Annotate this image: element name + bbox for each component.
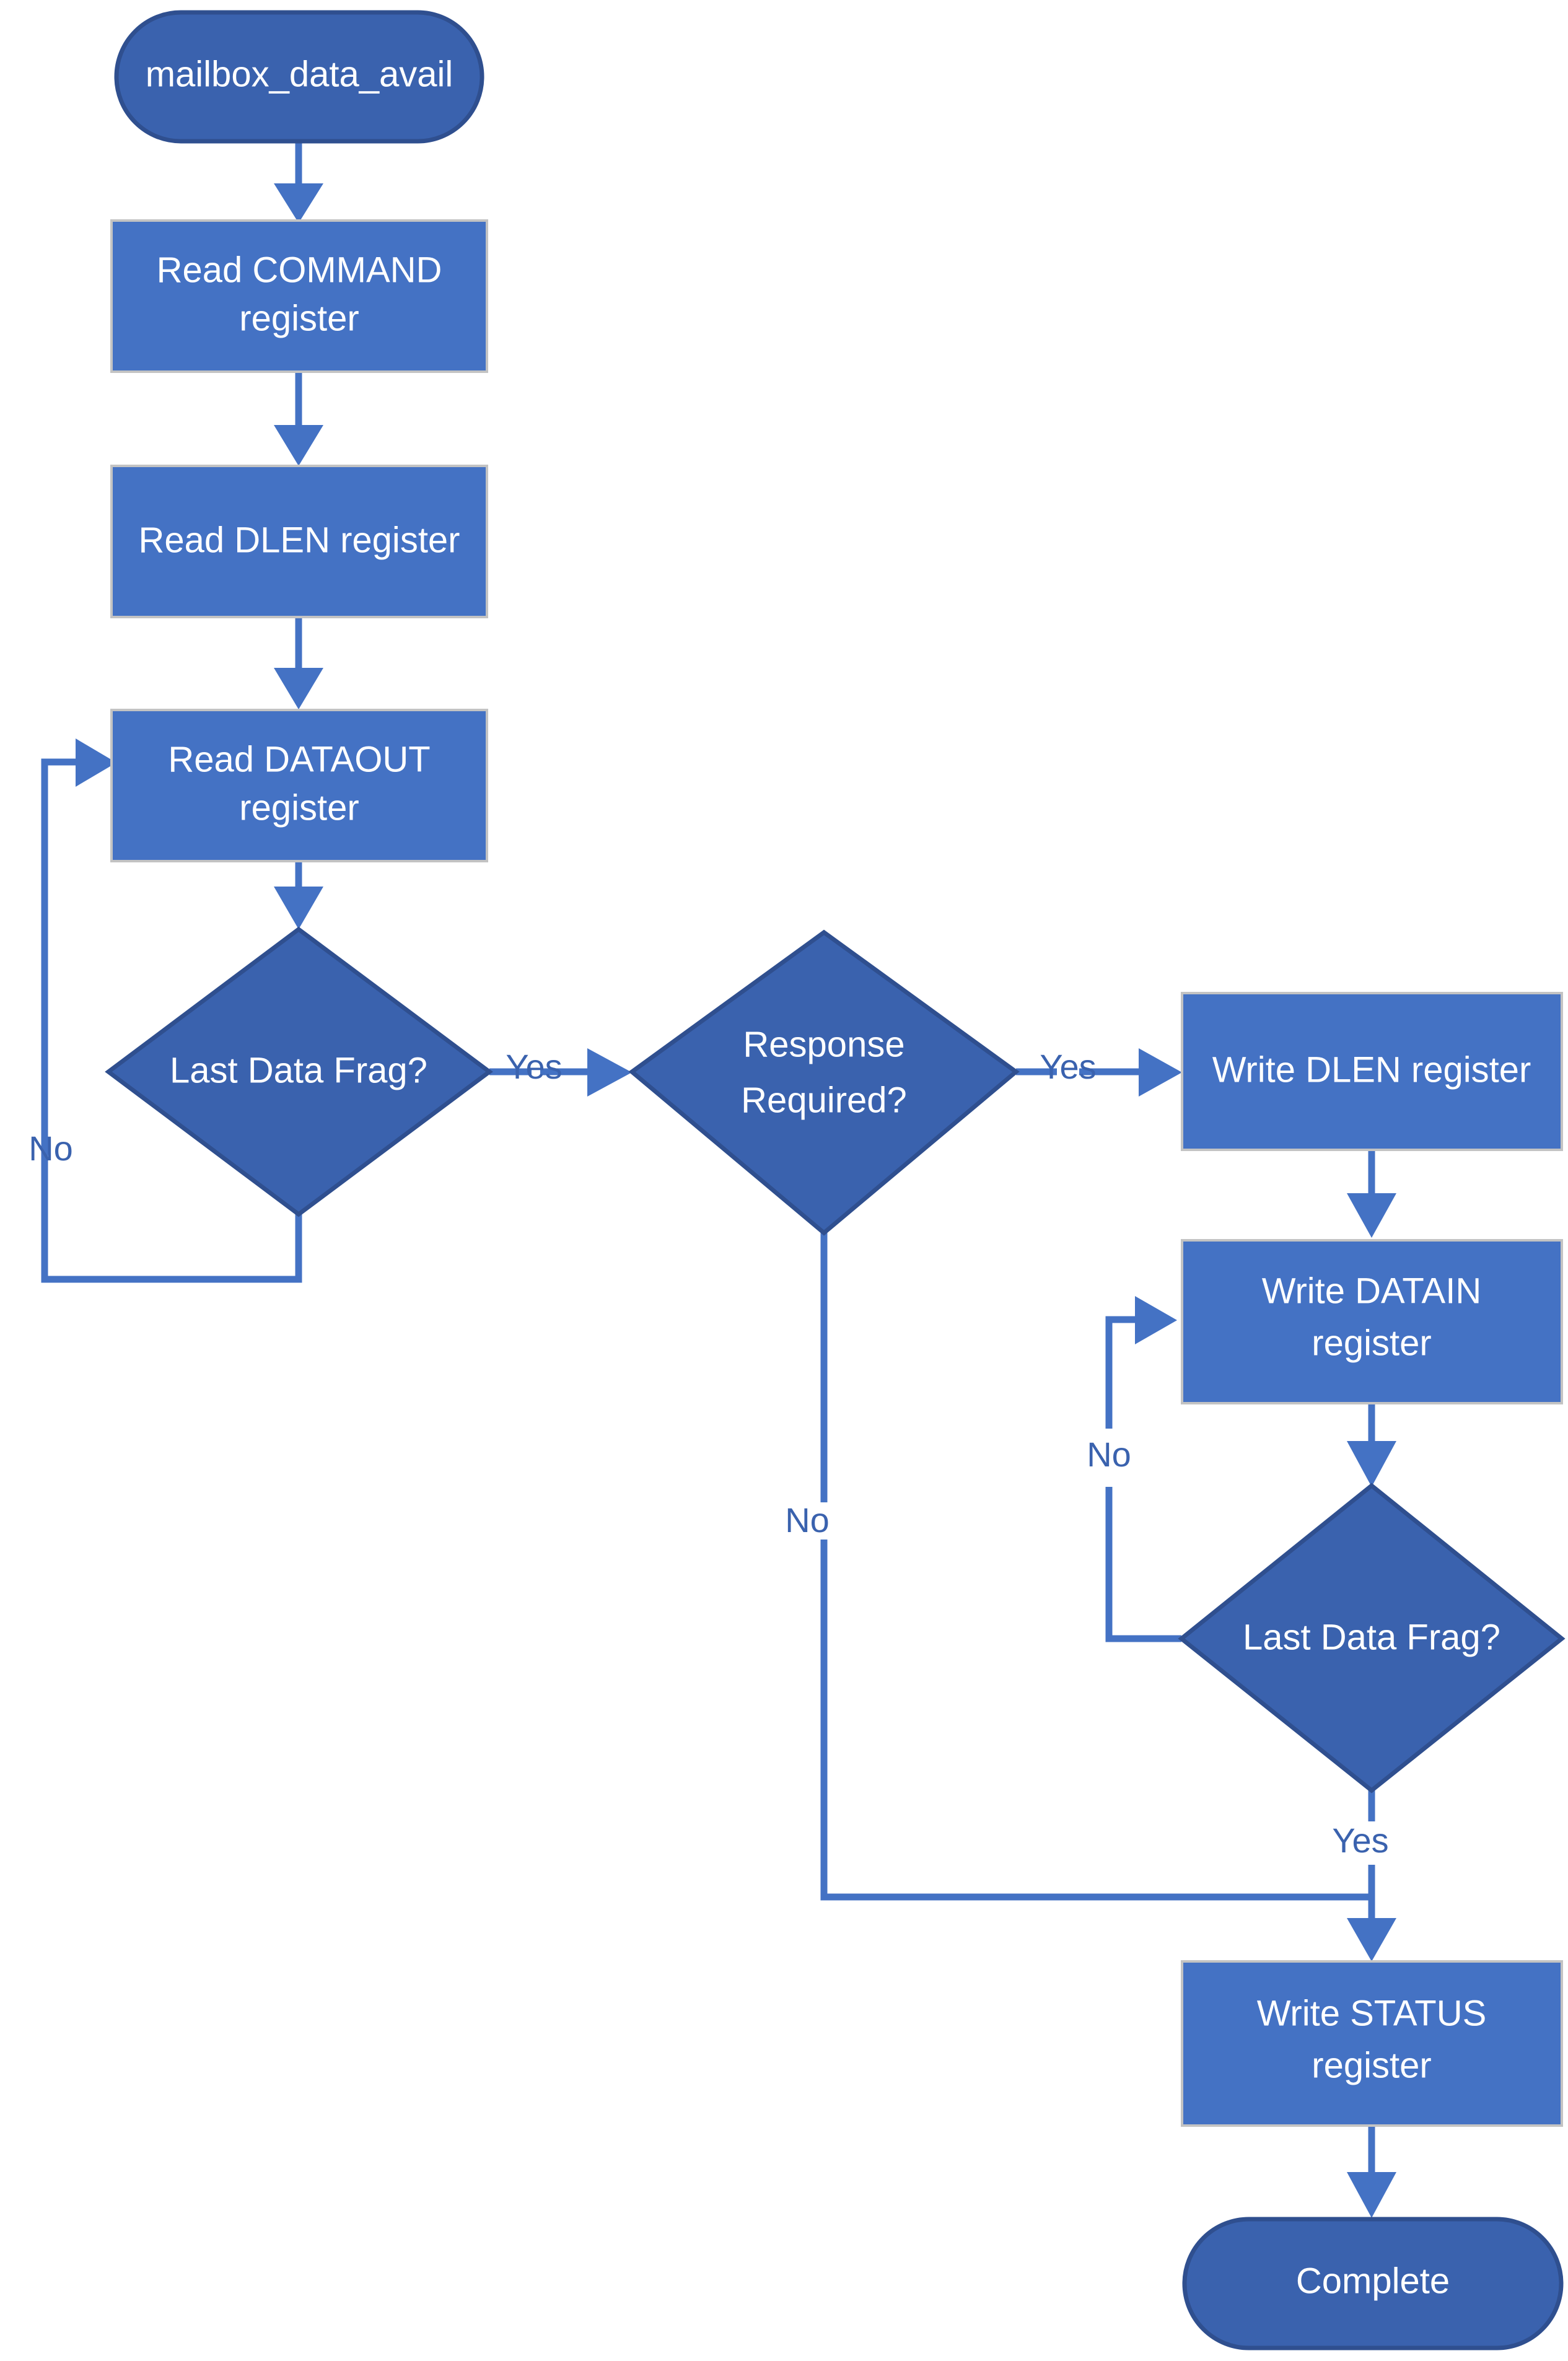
read-command-box [110,219,488,373]
connector-write-status-to-complete [1347,2126,1396,2218]
edge-label-last-frag-1-yes: Yes [506,1047,562,1086]
connector-resp-req-no-to-write-status [820,1233,1372,1901]
write-dlen-label-line1: Write DLEN register [1212,1049,1531,1090]
node-last-frag-1[interactable]: Last Data Frag? [105,926,493,1217]
write-status-label-line1: Write STATUS [1257,1993,1487,2033]
write-status-box [1181,1960,1563,2127]
node-complete[interactable]: Complete [1182,2217,1564,2350]
node-last-frag-2[interactable]: Last Data Frag? [1178,1483,1566,1794]
start-label: mailbox_data_avail [146,54,453,94]
write-datain-label-line1: Write DATAIN [1262,1271,1481,1311]
connector-last-frag-1-no-loop [41,738,302,1283]
last-frag-2-label: Last Data Frag? [1243,1617,1500,1657]
node-write-status[interactable]: Write STATUS register [1181,1960,1563,2127]
connector-resp-req-yes-to-write-dlen [1016,1048,1182,1097]
start-terminator-shape [114,10,484,144]
last-frag-1-label: Last Data Frag? [170,1050,427,1090]
connector-start-to-read-command [274,141,323,223]
connector-last-frag-2-no-loop [1105,1296,1181,1642]
last-frag-2-diamond [1178,1483,1566,1794]
edge-label-resp-req-no: No [785,1500,830,1540]
edge-label-last-frag-2-yes: Yes [1332,1821,1388,1860]
connector-read-command-to-read-dlen [274,372,323,466]
connector-write-dlen-to-write-datain [1347,1150,1396,1238]
node-write-datain[interactable]: Write DATAIN register [1181,1239,1563,1404]
resp-req-diamond [628,929,1020,1236]
node-write-dlen[interactable]: Write DLEN register [1181,992,1563,1151]
edge-label-last-frag-1-no: No [28,1129,73,1168]
write-status-label-line2: register [1312,2045,1431,2085]
edge-label-resp-req-yes: Yes [1040,1047,1096,1086]
connector-write-datain-to-last-frag-2 [1347,1403,1396,1487]
read-command-label-line2: register [239,298,359,338]
write-datain-label-line2: register [1312,1323,1431,1363]
node-start[interactable]: mailbox_data_avail [114,10,484,144]
write-datain-box [1181,1239,1563,1404]
connector-last-frag-2-yes-to-write-status [1347,1790,1396,1961]
node-resp-req[interactable]: Response Required? [628,929,1020,1236]
resp-req-label-line2: Required? [741,1080,907,1120]
read-dataout-box [110,709,488,862]
connector-last-frag-1-yes-to-resp-req [489,1048,632,1097]
read-dataout-label-line1: Read DATAOUT [168,739,430,779]
last-frag-1-diamond [105,926,493,1217]
write-dlen-box [1181,992,1563,1151]
node-read-dlen[interactable]: Read DLEN register [110,465,488,618]
connector-read-dlen-to-read-dataout [274,616,323,709]
resp-req-label-line1: Response [743,1024,904,1064]
node-read-dataout[interactable]: Read DATAOUT register [110,709,488,862]
node-read-command[interactable]: Read COMMAND register [110,219,488,373]
complete-label: Complete [1296,2261,1450,2301]
complete-terminator-shape [1182,2217,1564,2350]
read-dlen-label-line1: Read DLEN register [139,520,460,560]
connector-read-dataout-to-last-frag-1 [274,861,323,929]
read-dataout-label-line2: register [239,787,359,828]
edge-label-last-frag-2-no: No [1087,1435,1131,1474]
read-dlen-box [110,465,488,618]
read-command-label-line1: Read COMMAND [157,250,442,290]
